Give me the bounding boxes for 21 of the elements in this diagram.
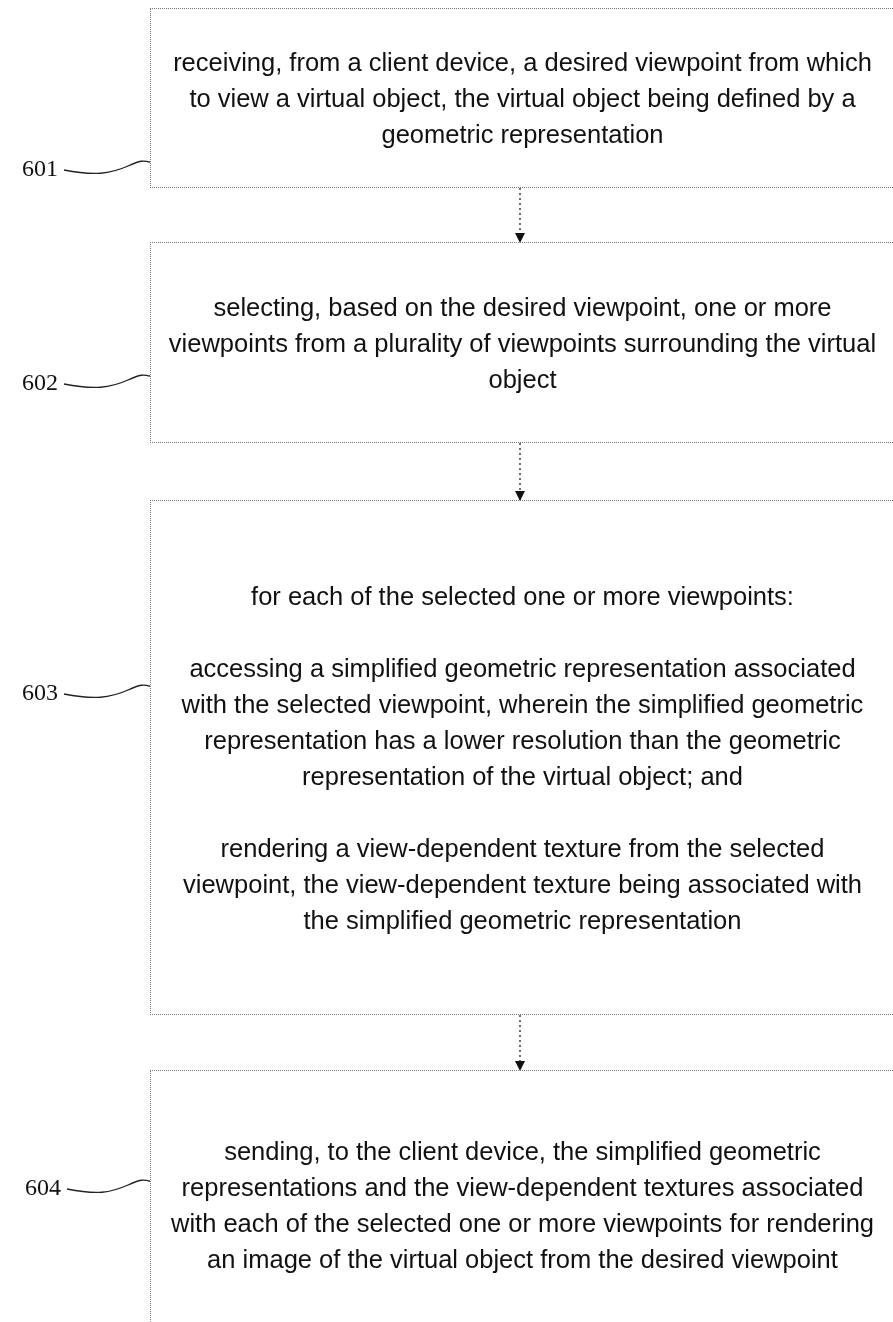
reference-numeral: 601 xyxy=(22,154,58,182)
step-text: accessing a simplified geometric representation associated with the selected viewpoint, wherein the simplified geometric representation has a lower resolution than the geometric representation of the virtual object; and xyxy=(180,652,865,792)
reference-numeral: 603 xyxy=(22,678,58,706)
step-text: selecting, based on the desired viewpoint, one or more viewpoints from a plurality of viewpoints surrounding the virtual object xyxy=(167,291,878,395)
leader-line xyxy=(66,1179,151,1194)
reference-numeral: 604 xyxy=(25,1173,61,1201)
step-text: rendering a view-dependent texture from the selected viewpoint, the view-dependent texture being associated with the simplified geometric representation xyxy=(182,832,863,936)
reference-numeral: 602 xyxy=(22,368,58,396)
step-text: for each of the selected one or more viewpoints: xyxy=(251,580,794,612)
step-text: receiving, from a client device, a desired viewpoint from which to view a virtual object, the virtual object being defined by a geometric representation xyxy=(172,47,873,150)
process-box xyxy=(150,242,893,443)
step-text: sending, to the client device, the simplified geometric representations and the view-dependent textures associated with each of the selected one or more viewpoints for rendering an image of the virtual object from the desired viewpoint xyxy=(169,1136,876,1275)
leader-line xyxy=(63,160,151,175)
process-box xyxy=(150,8,893,188)
arrow xyxy=(515,442,525,501)
leader-line xyxy=(63,374,151,389)
arrow xyxy=(515,187,525,243)
arrow xyxy=(515,1014,525,1071)
process-box xyxy=(150,500,893,1015)
process-box xyxy=(150,1070,893,1322)
leader-line xyxy=(63,684,151,699)
